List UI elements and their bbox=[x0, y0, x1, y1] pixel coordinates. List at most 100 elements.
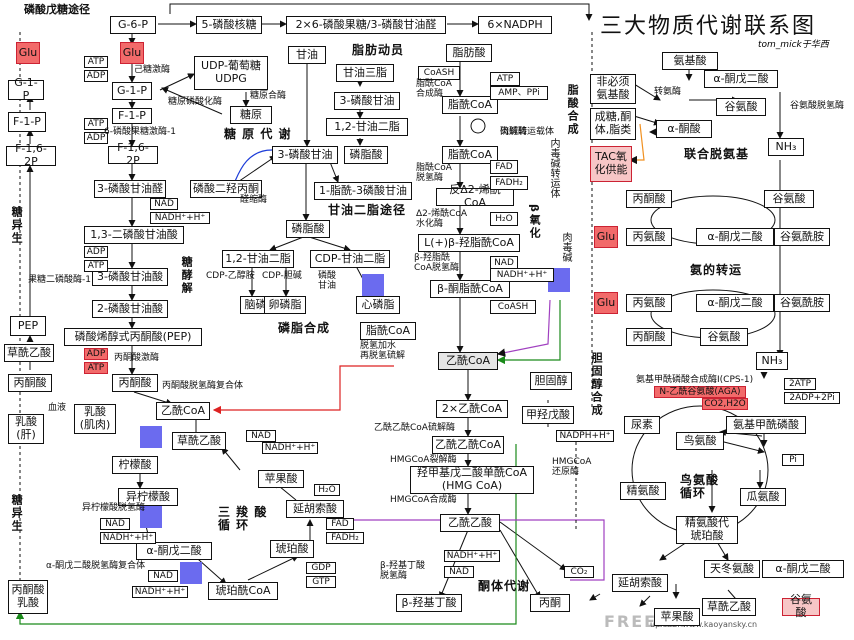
node-pyr_lac: 丙酮酸 乳酸 bbox=[8, 580, 48, 614]
node-nad_t1: NAD bbox=[246, 430, 276, 442]
node-acylcoa3: 脂酰CoA bbox=[360, 322, 416, 340]
node-chol: 胆固醇 bbox=[530, 372, 572, 390]
label-l_acyl_elong: 脱氢加水 再脱氢硫解 bbox=[360, 341, 406, 361]
node-cit: 瓜氨酸 bbox=[740, 488, 786, 506]
node-ketone_body: 成糖,酮 体,脂类 bbox=[590, 108, 636, 140]
node-nad_t3: NAD bbox=[148, 570, 178, 582]
label-l_ph_syn: 磷脂合成 bbox=[278, 321, 331, 335]
node-succ: 琥珀酸 bbox=[270, 540, 314, 558]
node-nh3: NH₃ bbox=[768, 138, 804, 156]
label-l_aldo: 醛缩酶 bbox=[240, 195, 268, 205]
node-pi: Pi bbox=[782, 454, 804, 466]
node-fa: 脂肪酸 bbox=[446, 44, 492, 62]
label-l_hmgr: HMGCoA 还原酶 bbox=[552, 457, 592, 477]
node-fum: 延胡索酸 bbox=[286, 500, 344, 518]
node-akg_u: α-酮戊二酸 bbox=[762, 560, 844, 578]
label-l_carn2: 肉毒碱 bbox=[560, 232, 571, 262]
label-l_cps: 氨基甲酰磷酸合成酶I(CPS-1) bbox=[636, 375, 754, 385]
label-l_pdh: 丙酮酸脱氢酶复合体 bbox=[162, 381, 244, 391]
node-mal_u: 苹果酸 bbox=[654, 608, 700, 626]
node-nad_g: NAD bbox=[150, 198, 178, 210]
node-hydroxy: L(+)β-羟脂酰CoA bbox=[418, 234, 520, 252]
node-pyr: 丙酮酸 bbox=[112, 374, 158, 392]
node-nadh_t1: NADH⁺+H⁺ bbox=[262, 442, 318, 454]
node-glu1: Glu bbox=[16, 42, 40, 64]
node-adp2: ADP bbox=[84, 132, 108, 144]
node-alanine: 丙氨酸 bbox=[626, 228, 672, 246]
node-r5p: 5-磷酸核糖 bbox=[196, 16, 262, 34]
node-tac: TAC氧 化供能 bbox=[590, 146, 632, 182]
node-ketoacyl: β-酮脂酰CoA bbox=[430, 280, 510, 298]
node-adp1: ADP bbox=[84, 70, 108, 82]
label-l_akgdh: α-酮戊二酸脱氢酶复合体 bbox=[46, 561, 146, 571]
node-atp2x: 2ATP bbox=[784, 378, 816, 390]
node-gluam: 谷氨酰胺 bbox=[774, 228, 830, 246]
node-nadh_k: NADH⁺+H⁺ bbox=[444, 550, 500, 562]
node-g1p: G-1-P bbox=[112, 82, 152, 100]
node-c_coA: CoASH bbox=[418, 66, 460, 80]
node-akg_m: α-酮戊二酸 bbox=[696, 228, 774, 246]
label-l_hydroxydh: β-羟脂酰 CoA脱氢酶 bbox=[414, 253, 459, 273]
watermark-url: upload: www.kaoyansky.cn bbox=[650, 620, 758, 629]
node-nadph_pp: 2×6-磷酸果糖/3-磷酸甘油醛 bbox=[286, 16, 446, 34]
label-l_gp: 糖原磷酸化酶 bbox=[168, 97, 223, 107]
node-nad_k: NAD bbox=[444, 566, 474, 578]
label-l_thiolase: 硫解酶 bbox=[500, 127, 528, 137]
node-nonessential: 非必须 氨基酸 bbox=[590, 74, 636, 104]
node-pep_l: PEP bbox=[10, 316, 46, 336]
label-l_fat_mob: 脂肪动员 bbox=[352, 43, 405, 57]
node-nadph6: 6×NADPH bbox=[478, 16, 552, 34]
node-pa: 磷脂酸 bbox=[286, 220, 330, 238]
node-gluam2: 谷氨酰胺 bbox=[774, 294, 830, 312]
node-dag12: 1,2-甘油二脂 bbox=[326, 118, 408, 136]
node-ala2: 丙氨酸 bbox=[626, 294, 672, 312]
node-acetone: 丙酮 bbox=[530, 594, 570, 612]
node-tg: 甘油三脂 bbox=[336, 64, 394, 82]
node-acylcoa1: 脂酰CoA bbox=[442, 96, 498, 114]
node-nadph_c: NADPH+H⁺ bbox=[556, 430, 614, 442]
node-glu_m2: 谷氨酸 bbox=[700, 328, 748, 346]
node-h2o_t: H₂O bbox=[314, 484, 340, 496]
label-l_cholsyn: 胆固醇合成 bbox=[590, 352, 604, 417]
node-cardio: 心磷脂 bbox=[356, 296, 400, 314]
label-l_bld: 血液 bbox=[48, 403, 67, 413]
node-oaa: 草酰乙酸 bbox=[172, 432, 226, 450]
node-pyr_m2: 丙酮酸 bbox=[626, 328, 672, 346]
diagram-title: 三大物质代谢联系图 bbox=[600, 14, 817, 39]
node-argsucc: 精氨酸代 琥珀酸 bbox=[676, 516, 738, 544]
node-atp2: ATP bbox=[84, 118, 108, 130]
node-h2o_fa: H₂O bbox=[490, 212, 518, 226]
label-l_pk: 丙酮酸激酶 bbox=[114, 353, 160, 363]
label-l_idh: 异柠檬酸脱氢酶 bbox=[82, 503, 146, 513]
node-coash2: CoASH bbox=[490, 300, 536, 314]
node-enoyl: 反Δ2-烯酰CoA bbox=[436, 184, 514, 209]
label-l_hk: 己糖激酶 bbox=[134, 65, 171, 75]
node-aga: N-乙酰谷氨酸(AGA) bbox=[654, 386, 746, 398]
node-isocit: 异柠檬酸 bbox=[118, 488, 178, 506]
node-f16_l: F-1,6-2P bbox=[6, 143, 56, 168]
node-fadh2_t: FADH₂ bbox=[326, 532, 364, 544]
node-nadh_g: NADH⁺+H⁺ bbox=[150, 212, 210, 224]
node-gdp: GDP bbox=[306, 562, 336, 574]
node-asp: 天冬氨酸 bbox=[704, 560, 760, 578]
node-orn: 鸟氨酸 bbox=[676, 432, 724, 450]
node-adp3: ADP bbox=[84, 246, 108, 258]
node-gtp: GTP bbox=[306, 576, 336, 588]
node-adp2x: 2ADP+2Pi bbox=[784, 392, 840, 404]
node-fad_t: FAD bbox=[326, 518, 354, 530]
node-bhb: β-羟基丁酸 bbox=[396, 594, 462, 612]
node-nad_t2: NAD bbox=[100, 518, 130, 530]
node-lac_muscle: 乳酸 (肌肉) bbox=[74, 404, 116, 434]
node-atp1: ATP bbox=[84, 56, 108, 68]
node-glu_u: 谷氨酸 bbox=[782, 594, 820, 619]
label-l_ntrans: 氨的转运 bbox=[690, 263, 743, 277]
label-l_hmgcs: HMGCoA合成酶 bbox=[390, 495, 457, 505]
label-l_pfk: 6-磷酸果糖激酶-1 bbox=[104, 127, 176, 137]
node-akg: α-酮戊二酸 bbox=[136, 542, 212, 560]
label-l_cdpeth: CDP-乙醇胺 bbox=[206, 271, 255, 281]
label-l_carnT: 肉碱转运载体 bbox=[500, 127, 555, 137]
label-l_betaox: β氧化 bbox=[528, 204, 542, 240]
label-l_acac_th: 乙酰乙酰CoA硫解酶 bbox=[374, 423, 455, 433]
node-dhap: 磷酸二羟丙酮 bbox=[190, 180, 262, 198]
